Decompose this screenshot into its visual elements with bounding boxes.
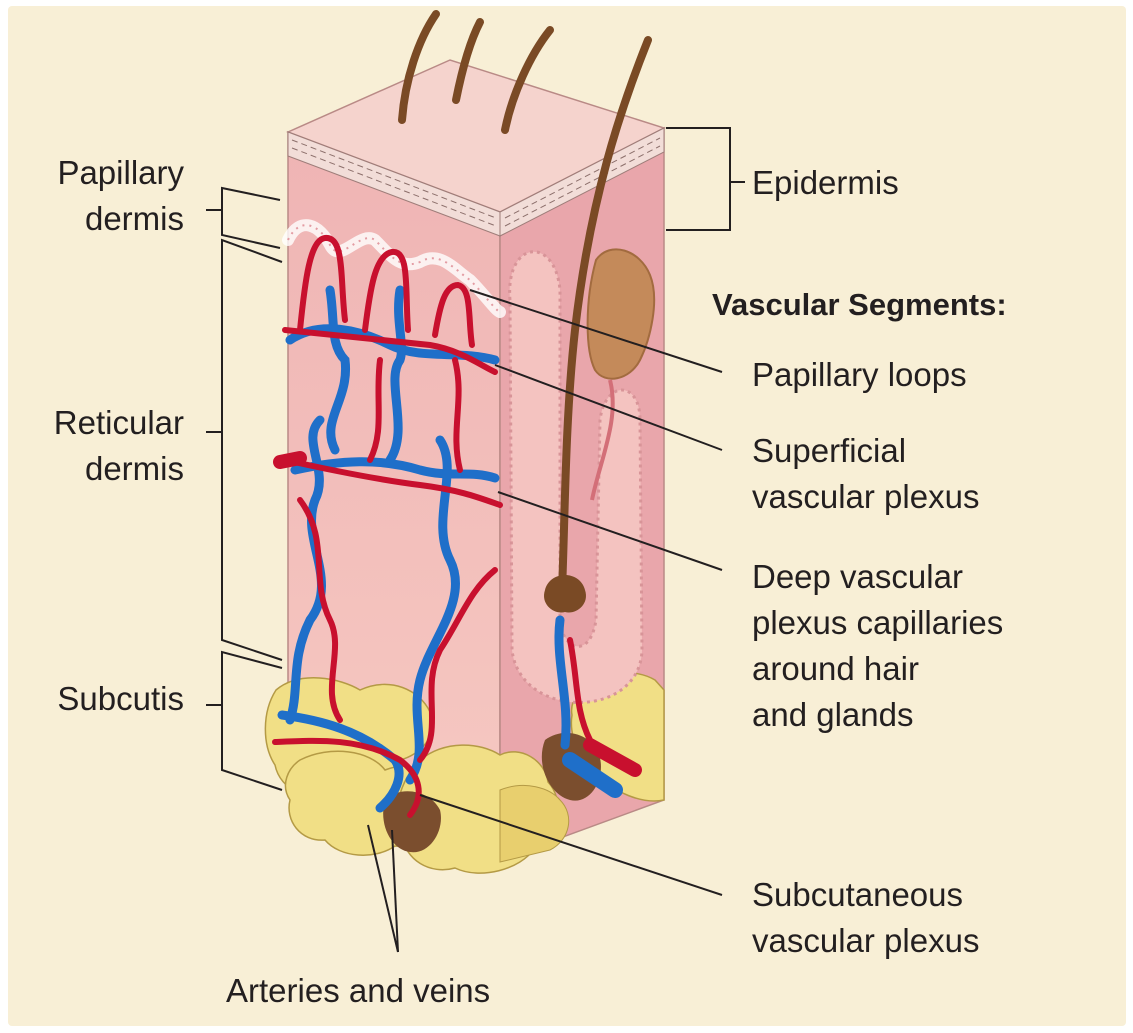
artery-segment-large — [280, 458, 300, 462]
arteries-and-veins-label: Arteries and veins — [226, 968, 490, 1014]
superficial-plexus-label: Superficial vascular plexus — [752, 428, 979, 520]
papillary-loops-label: Papillary loops — [752, 352, 967, 398]
epidermis-bracket — [666, 128, 730, 230]
artery-vessel — [455, 360, 460, 470]
subcutis-label: Subcutis — [14, 676, 184, 722]
papillary-dermis-label: Papillary dermis — [14, 150, 184, 242]
papillary-dermis-bracket — [222, 188, 280, 248]
reticular-dermis-label: Reticular dermis — [14, 400, 184, 492]
vascular-segments-title: Vascular Segments: — [712, 282, 1007, 328]
deep-plexus-label: Deep vascular plexus capillaries around … — [752, 554, 1003, 738]
epidermis-label: Epidermis — [752, 160, 899, 206]
subcutaneous-plexus-label: Subcutaneous vascular plexus — [752, 872, 979, 964]
reticular-dermis-bracket — [222, 240, 282, 660]
